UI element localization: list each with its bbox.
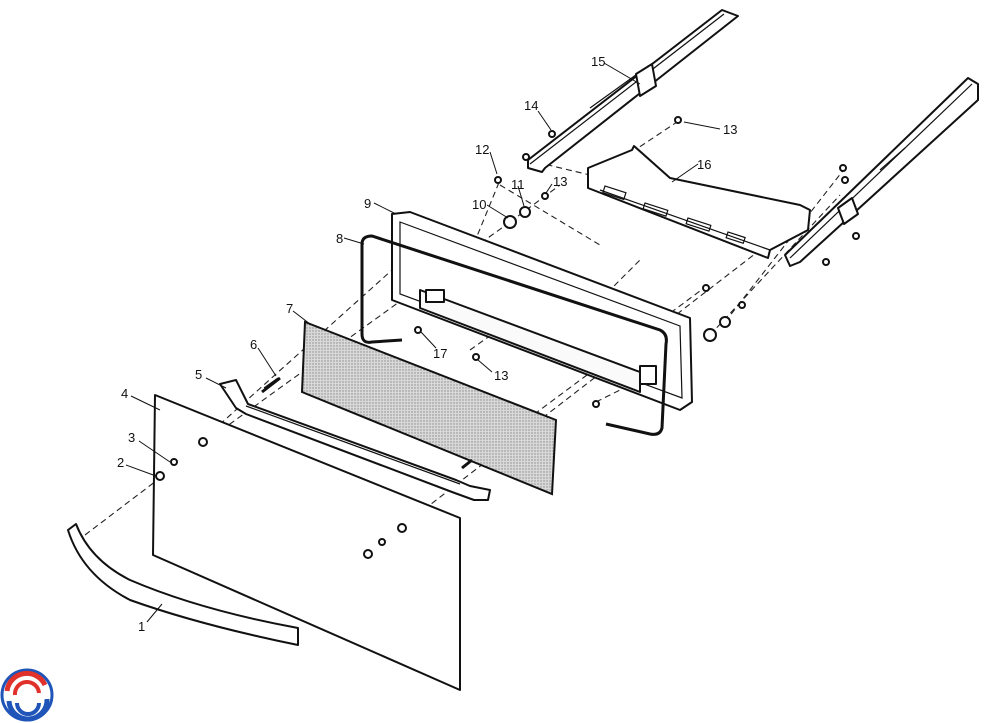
callout-labels: 1 2 3 4 5 6 7 8 9 10 11 12 13 13 13 14 1… [117,54,737,634]
callout-14: 14 [524,98,538,113]
leader-lines [125,62,721,623]
part-15-left-slide-rail [527,9,739,173]
callout-2: 2 [117,455,124,470]
callout-10: 10 [472,197,486,212]
callout-17: 17 [433,346,447,361]
callout-13-middle: 13 [553,174,567,189]
part-5-handle [219,379,491,501]
part-9-door-liner [391,211,693,411]
part-4-outer-glass [152,394,461,691]
fasteners [155,116,860,559]
part-16-carrier-bracket [587,145,811,259]
part-8-wire-gasket [360,234,668,436]
callout-5: 5 [195,367,202,382]
callout-11: 11 [511,177,525,192]
callout-4: 4 [121,386,128,401]
callout-7: 7 [286,301,293,316]
callout-15: 15 [591,54,605,69]
callout-3: 3 [128,430,135,445]
callout-1: 1 [138,619,145,634]
callout-16: 16 [697,157,711,172]
part-7-insulation-screen [300,320,558,496]
callout-13-lower: 13 [494,368,508,383]
right-slide-rail [784,77,979,267]
brand-logo [0,668,54,722]
callout-6: 6 [250,337,257,352]
part-1-bottom-trim [67,523,299,646]
callout-12: 12 [475,142,489,157]
part-6-screw [261,376,473,470]
callout-8: 8 [336,231,343,246]
callout-9: 9 [364,196,371,211]
callout-13-upper-right: 13 [723,122,737,137]
